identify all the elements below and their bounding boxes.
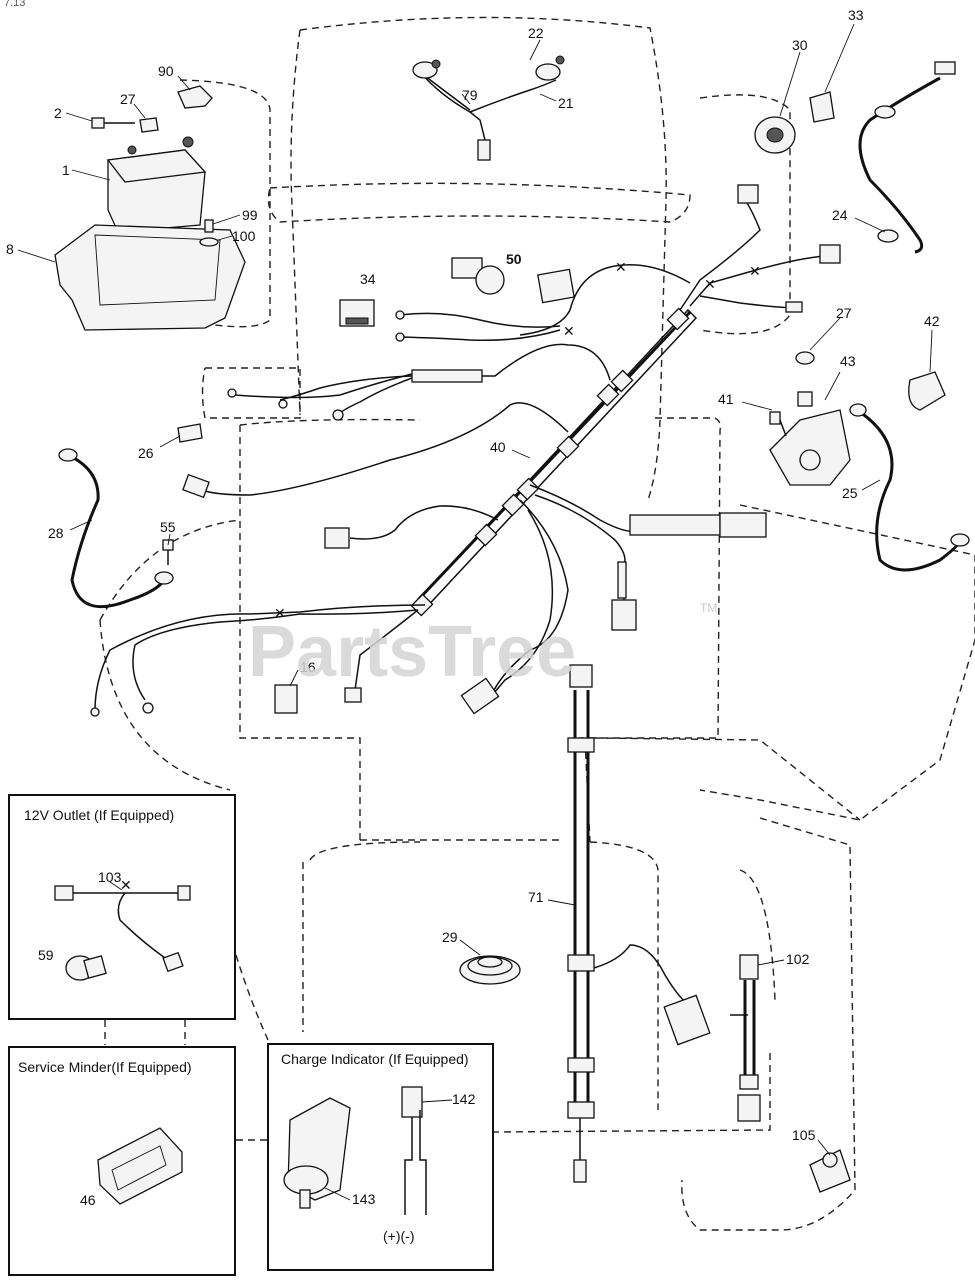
label-102: 102 — [786, 951, 810, 967]
cable-28 — [58, 448, 174, 609]
part-labels: 90 2 27 1 8 99 100 22 79 21 33 30 24 50 … — [6, 7, 940, 1156]
label-100: 100 — [232, 228, 256, 244]
label-46: 46 — [80, 1192, 96, 1208]
switch-105 — [809, 1149, 851, 1193]
label-22: 22 — [528, 25, 544, 41]
svg-text:✕: ✕ — [749, 263, 761, 279]
fuse-26 — [177, 423, 203, 443]
label-105: 105 — [792, 1127, 816, 1143]
label-143: 143 — [352, 1191, 376, 1207]
seat-switch-loop — [395, 310, 561, 342]
label-40: 40 — [490, 439, 506, 455]
label-29: 29 — [442, 929, 458, 945]
label-2: 2 — [54, 105, 62, 121]
ground-wire-24 — [858, 61, 956, 254]
inset-charge-indicator: Charge Indicator (If Equipped) 143 142 (… — [267, 1043, 494, 1271]
label-103: 103 — [98, 869, 122, 885]
pto-switch — [451, 257, 575, 304]
inset-12v-outlet: 12V Outlet (If Equipped) ✕ 103 59 — [8, 794, 236, 1020]
label-50: 50 — [506, 251, 522, 267]
label-30: 30 — [792, 37, 808, 53]
svg-text:✕: ✕ — [120, 877, 132, 893]
label-42: 42 — [924, 313, 940, 329]
connectors-left — [90, 473, 500, 717]
tractor-outline — [99, 16, 975, 1231]
boot-42 — [908, 371, 946, 411]
starter-solenoid-43 — [769, 351, 851, 486]
grommet-29 — [459, 955, 521, 985]
label-16: 16 — [300, 659, 316, 675]
label-71: 71 — [528, 889, 544, 905]
harness-71 — [567, 664, 711, 1183]
label-21: 21 — [558, 95, 574, 111]
label-142: 142 — [452, 1091, 476, 1107]
inset-12v-outlet-title: 12V Outlet (If Equipped) — [24, 807, 174, 823]
relay-34 — [339, 299, 375, 327]
ground-wire-25 — [849, 403, 970, 572]
label-41: 41 — [718, 391, 734, 407]
label-26: 26 — [138, 445, 154, 461]
svg-text:✕: ✕ — [704, 276, 716, 292]
label-25: 25 — [842, 485, 858, 501]
svg-text:✕: ✕ — [615, 259, 627, 275]
label-8: 8 — [6, 241, 14, 257]
label-55: 55 — [160, 519, 176, 535]
terminals-label: (+)(-) — [383, 1228, 415, 1244]
watermark: PartsTree — [248, 612, 576, 692]
connectors-right — [611, 184, 841, 631]
inset-service-minder-title: Service Minder(If Equipped) — [18, 1059, 192, 1075]
svg-text:✕: ✕ — [563, 323, 575, 339]
headlight-harness — [412, 55, 565, 161]
inset-charge-indicator-title: Charge Indicator (If Equipped) — [281, 1051, 469, 1067]
corner-code: 7.13 — [4, 0, 25, 9]
label-79: 79 — [462, 87, 478, 103]
label-28: 28 — [48, 525, 64, 541]
label-59: 59 — [38, 947, 54, 963]
label-90: 90 — [158, 63, 174, 79]
label-27a: 27 — [120, 91, 136, 107]
battery-group — [54, 85, 246, 331]
label-1: 1 — [62, 162, 70, 178]
watermark-tm: TM — [700, 601, 717, 615]
label-34: 34 — [360, 271, 376, 287]
ignition-switch — [754, 91, 835, 154]
label-43: 43 — [840, 353, 856, 369]
label-99: 99 — [242, 207, 258, 223]
inset-service-minder: Service Minder(If Equipped) 46 — [8, 1046, 236, 1276]
harness-102 — [730, 954, 761, 1122]
label-27b: 27 — [836, 305, 852, 321]
label-33: 33 — [848, 7, 864, 23]
svg-text:✕: ✕ — [274, 605, 286, 621]
label-24: 24 — [832, 207, 848, 223]
battery-lead-branch — [227, 369, 483, 421]
